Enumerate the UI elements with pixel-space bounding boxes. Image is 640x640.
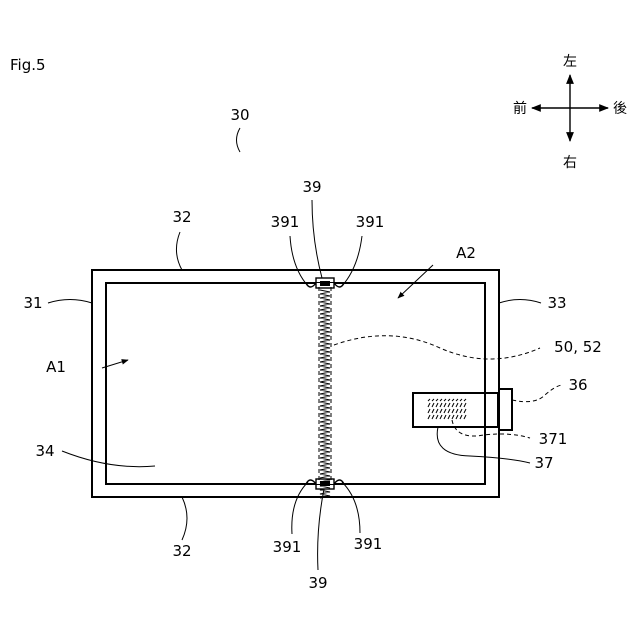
ref-32-bottom-label: 32 <box>172 542 191 560</box>
ref-39-top-leader <box>312 200 322 278</box>
ref-37-label: 37 <box>534 454 553 472</box>
ref-391-bottom-right-label: 391 <box>354 535 383 553</box>
ref-391-bottom-right-leader <box>342 482 360 533</box>
ref-371-leader <box>452 420 530 438</box>
ref-36-leader <box>512 385 562 402</box>
ref-39-top-label: 39 <box>302 178 321 196</box>
ref-391-top-left-label: 391 <box>271 213 300 231</box>
ref-34-label: 34 <box>35 442 54 460</box>
ref-31-label: 31 <box>23 294 42 312</box>
ref-31-leader <box>48 300 92 304</box>
ref-30-leader <box>237 128 241 152</box>
ref-32-top-leader <box>176 232 182 270</box>
ref-34-leader <box>62 451 155 467</box>
component-371-pattern <box>428 399 466 419</box>
inner-frame <box>106 283 485 484</box>
ref-39-bottom-label: 39 <box>308 574 327 592</box>
direction-compass: 左 右 前 後 <box>513 54 627 171</box>
ref-391-bottom-left-leader <box>292 482 308 534</box>
ref-391-top-left-leader <box>290 236 308 286</box>
outer-frame <box>92 270 499 497</box>
bottom-bracket-core <box>320 481 330 486</box>
ref-30-label: 30 <box>230 106 249 124</box>
compass-label-left: 前 <box>513 100 527 117</box>
ref-36-label: 36 <box>568 376 587 394</box>
ref-391-top-right-label: 391 <box>356 213 385 231</box>
ref-371-label: 371 <box>539 430 568 448</box>
ref-39-bottom-leader <box>318 489 324 570</box>
ref-391-bottom-left-label: 391 <box>273 538 302 556</box>
compass-label-down: 右 <box>563 155 577 171</box>
ref-32-bottom-leader <box>182 497 187 540</box>
top-bracket-core <box>320 281 330 286</box>
component-36-tab <box>499 389 512 430</box>
ref-37-leader <box>437 427 530 463</box>
figure-title: Fig.5 <box>10 56 46 74</box>
compass-label-right: 後 <box>613 101 627 117</box>
ref-50-52-leader <box>334 336 540 359</box>
center-partition <box>306 278 344 498</box>
area-a2-label: A2 <box>456 244 476 262</box>
compass-label-up: 左 <box>563 54 577 70</box>
ref-33-label: 33 <box>547 294 566 312</box>
area-a1-label: A1 <box>46 358 66 376</box>
ref-33-leader <box>499 300 541 304</box>
ref-32-top-label: 32 <box>172 208 191 226</box>
ref-50-52-label: 50, 52 <box>554 338 602 356</box>
ref-391-top-right-leader <box>342 236 362 286</box>
